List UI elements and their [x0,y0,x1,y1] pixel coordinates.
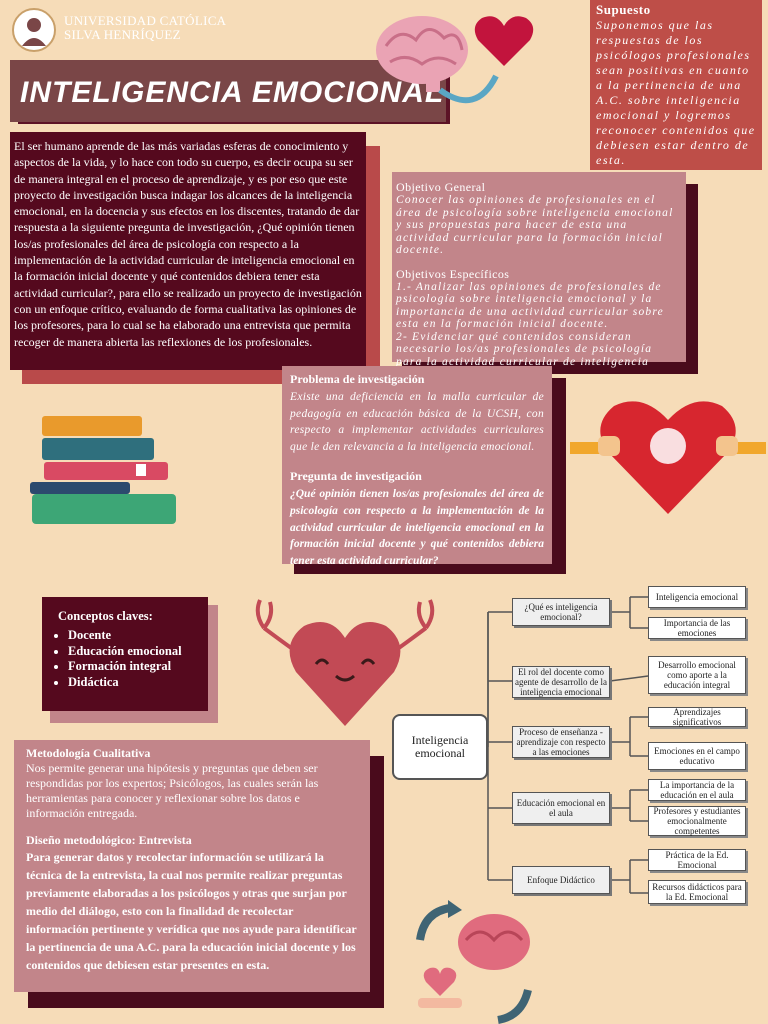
mindmap-leaf-node: Importancia de las emociones [648,617,746,639]
conceptos-heading: Conceptos claves: [58,609,153,623]
smiling-heart-icon [255,599,435,726]
mindmap-leaf-node: Desarrollo emocional como aporte a la ed… [648,656,746,694]
diseno-text: Para generar datos y recolectar informac… [26,850,357,972]
university-name-line2: SILVA HENRÍQUEZ [64,27,181,42]
problema-heading: Problema de investigación [290,372,425,386]
supuesto-heading: Supuesto [596,2,651,17]
cycle-illustration [416,900,532,1024]
supuesto-box: Supuesto Suponemos que las respuestas de… [590,0,762,170]
intro-box: El ser humano aprende de las más variada… [10,132,366,370]
university-name-line1: UNIVERSIDAD CATÓLICA [64,13,227,28]
problema-text: Existe una deficiencia en la malla curri… [290,391,544,453]
objetivos-box: Objetivo General Conocer las opiniones d… [392,172,686,380]
title-bar [10,60,446,122]
founder-portrait-icon [22,18,46,46]
intro-text: El ser humano aprende de las más variada… [14,139,362,349]
mindmap-leaf-node: Inteligencia emocional [648,586,746,608]
metodologia-box: Metodología Cualitativa Nos permite gene… [14,740,370,992]
mindmap-leaf-node: Profesores y estudiantes emocionalmente … [648,806,746,836]
mindmap-branch-node: El rol del docente como agente de desarr… [512,666,610,698]
metodologia-text: Nos permite generar una hipótesis y preg… [26,761,319,820]
metodologia-heading: Metodología Cualitativa [26,746,151,760]
university-logo [12,8,56,52]
mindmap-leaf-node: Práctica de la Ed. Emocional [648,849,746,871]
concepto-item: Educación emocional [68,644,200,660]
brain-icon [376,16,468,92]
mindmap-branch-node: Proceso de enseñanza -aprendizaje con re… [512,726,610,758]
diseno-heading: Diseño metodológico: Entrevista [26,833,192,847]
mindmap-branch-node: ¿Qué es inteligencia emocional? [512,598,610,626]
heart-hand-icon [418,967,462,1008]
mindmap-leaf-node: La importancia de la educación en el aul… [648,779,746,801]
hand-left-icon [570,436,620,456]
mindmap-center-node: Inteligencia emocional [392,714,488,780]
heart-hands-illustration [570,401,766,514]
mindmap-leaf-node: Emociones en el campo educativo [648,742,746,770]
smiling-heart-illustration [255,599,435,726]
university-name: UNIVERSIDAD CATÓLICA SILVA HENRÍQUEZ [64,14,226,42]
objetivo-general-text: Conocer las opiniones de profesionales e… [396,194,674,256]
books-icon [30,416,176,524]
books-illustration [30,416,176,524]
objetivos-especificos-heading: Objetivos Específicos [396,266,510,281]
conceptos-list: Docente Educación emocional Formación in… [68,628,200,690]
cycle-arrows-icon [416,900,532,1024]
mindmap-leaf-node: Aprendizajes significativos [648,707,746,727]
connector-tube [438,74,499,104]
hand-right-icon [716,436,766,456]
conceptos-box: Conceptos claves: Docente Educación emoc… [42,597,208,711]
page-title: INTELIGENCIA EMOCIONAL [20,76,445,109]
concepto-item: Formación integral [68,659,200,675]
mindmap-branch-node: Enfoque Didáctico [512,866,610,894]
brain-heart-illustration [376,16,534,104]
supuesto-text: Suponemos que las respuestas de los psic… [596,18,756,167]
pregunta-text: ¿Qué opinión tienen los/as profesionales… [290,488,544,567]
objetivo-especifico-1: 1.- Analizar las opiniones de profesiona… [396,280,664,331]
heart-icon [474,16,534,66]
heart-brain-icon [600,401,736,514]
brain-icon [458,914,530,970]
concepto-item: Docente [68,628,200,644]
objetivo-general-heading: Objetivo General [396,180,486,194]
mindmap-branch-node: Educación emocional en el aula [512,792,610,824]
problema-box: Problema de investigación Existe una def… [282,366,552,567]
objetivo-especifico-2: 2- Evidenciar qué contenidos consideran … [396,330,653,381]
pregunta-heading: Pregunta de investigación [290,469,422,484]
mindmap-leaf-node: Recursos didácticos para la Ed. Emociona… [648,880,746,904]
concepto-item: Didáctica [68,675,200,691]
